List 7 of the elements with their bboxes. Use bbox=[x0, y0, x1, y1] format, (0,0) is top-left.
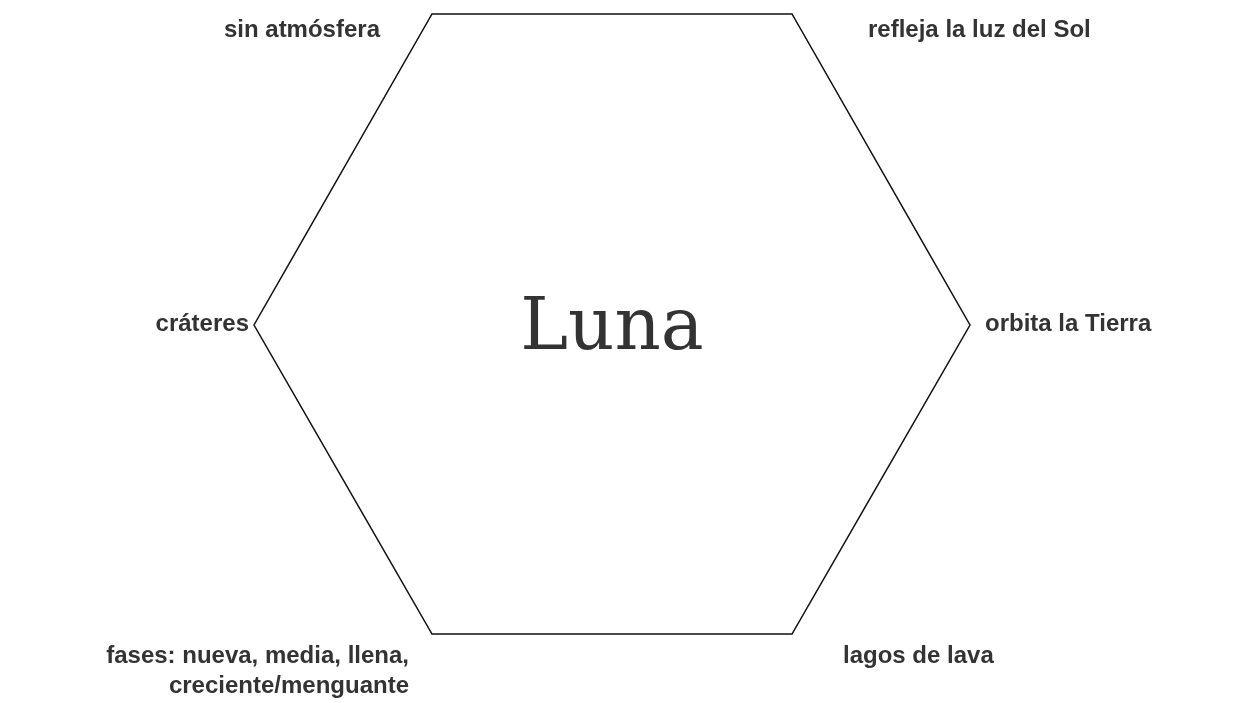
feature-label: fases: nueva, media, llena, creciente/menguante bbox=[105, 640, 409, 700]
feature-label: orbita la Tierra bbox=[985, 308, 1153, 338]
feature-label: refleja la luz del Sol bbox=[868, 14, 1092, 44]
feature-label: lagos de lava bbox=[843, 640, 995, 670]
feature-label: sin atmósfera bbox=[222, 14, 380, 44]
feature-label: cráteres bbox=[154, 308, 249, 338]
center-title: Luna bbox=[520, 288, 704, 360]
